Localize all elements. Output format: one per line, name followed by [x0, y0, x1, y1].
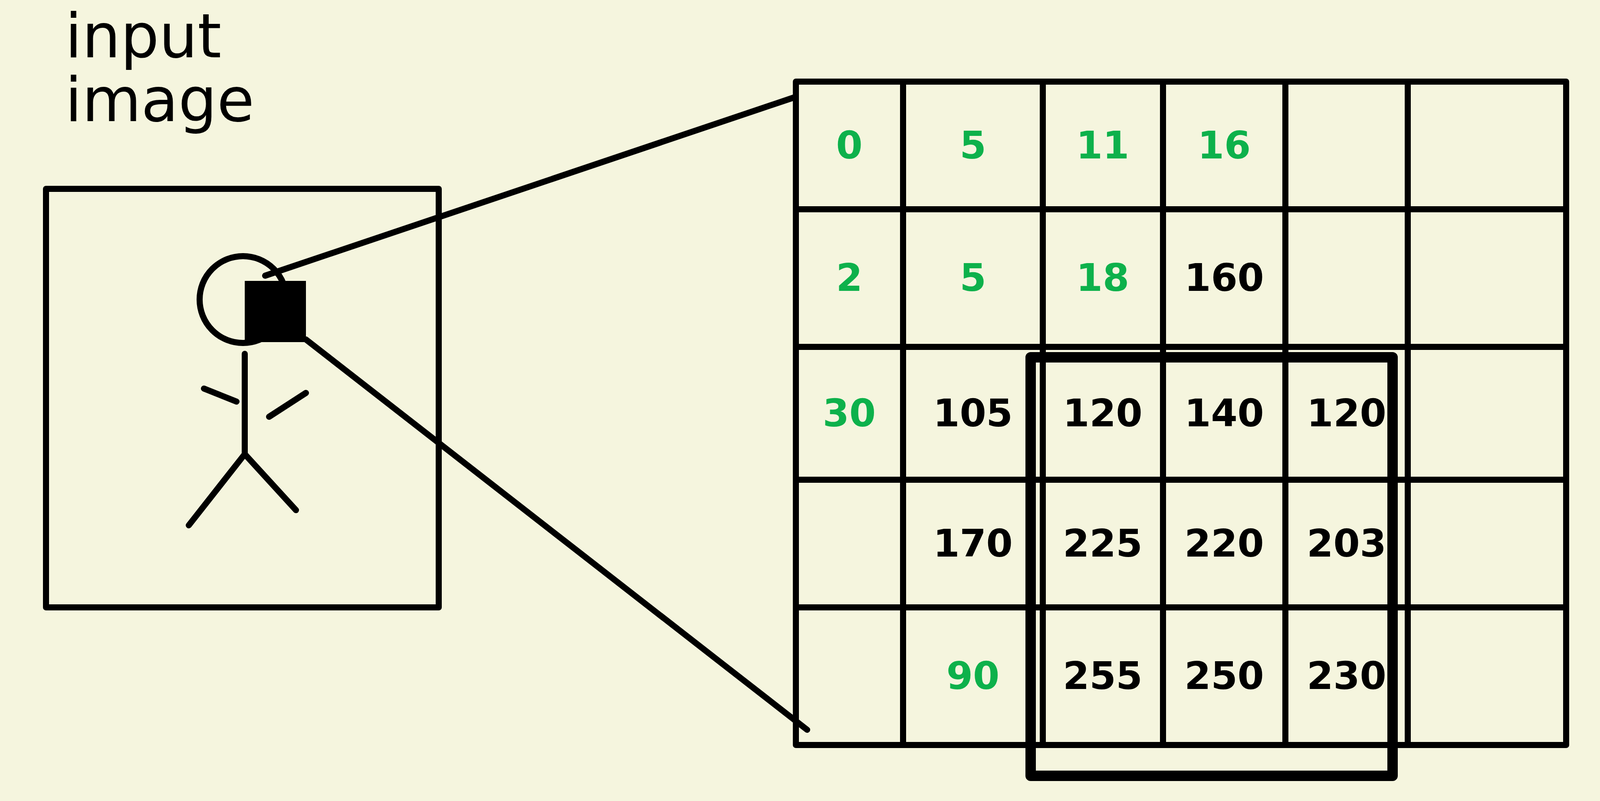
pixel-value: 160: [1184, 258, 1265, 297]
zoom-line: [305, 339, 808, 730]
pixel-value: 11: [1076, 126, 1130, 165]
figure-body: [241, 353, 248, 454]
pixel-value: 5: [959, 126, 986, 165]
figure-leg: [188, 453, 245, 526]
pixel-value: 170: [933, 524, 1013, 563]
image-caption: input image: [65, 4, 291, 132]
pixel-value: 5: [959, 258, 986, 297]
pixel-value: 203: [1306, 524, 1387, 563]
figure-arm: [203, 388, 237, 402]
pixel-value: 30: [822, 394, 876, 433]
pixel-grid: [795, 81, 1567, 745]
pixel-value: 90: [946, 656, 1000, 695]
pixel-value: 0: [835, 126, 863, 165]
pixel-value: 250: [1184, 656, 1265, 695]
kernel-window: [1030, 357, 1393, 776]
pixel-value: 105: [933, 394, 1013, 433]
pixel-value: 220: [1184, 524, 1265, 563]
zoom-line: [265, 96, 796, 276]
pixel-value: 18: [1076, 258, 1130, 297]
pixel-value: 120: [1306, 394, 1387, 433]
pixel-value: 120: [1062, 394, 1143, 433]
pixel-value: 225: [1062, 524, 1143, 563]
figure-leg: [244, 453, 296, 510]
figure-arm: [269, 392, 306, 417]
pixel-value: 140: [1184, 394, 1265, 433]
pixel-value: 2: [835, 258, 863, 297]
pixel-value: 255: [1062, 656, 1143, 695]
pixel-value: 230: [1306, 656, 1387, 695]
selected-patch: [244, 280, 306, 342]
pixel-value: 16: [1197, 126, 1251, 165]
